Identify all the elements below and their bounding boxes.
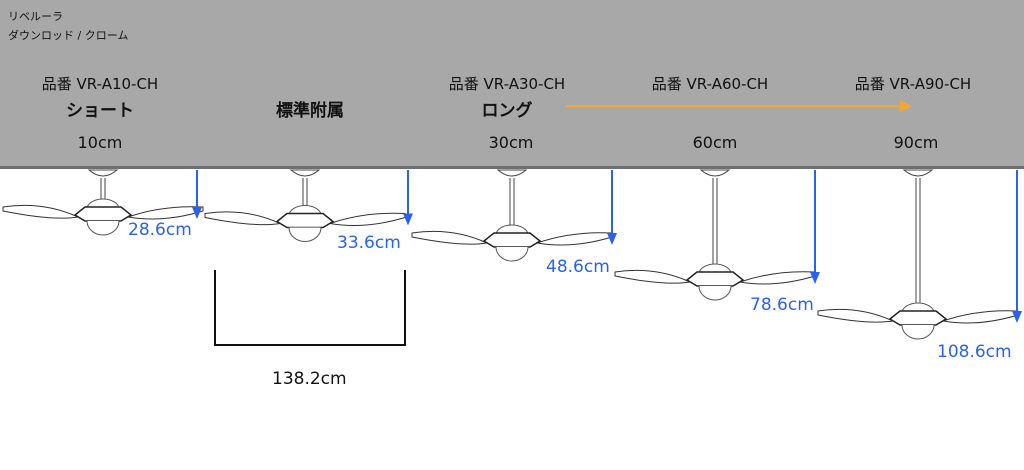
model-label-3: 品番 VR-A30-CH: [448, 75, 566, 93]
orange-arrow: [565, 100, 912, 112]
ceiling-fan: [817, 169, 1019, 340]
diameter-label: 138.2cm: [272, 369, 347, 389]
kind-label-3: ロング: [481, 101, 533, 121]
drop-label-4: 78.6cm: [750, 295, 814, 315]
drop-arrow: [403, 170, 413, 226]
drop-arrow: [810, 170, 820, 284]
length-label-5: 90cm: [893, 133, 939, 152]
ceiling-fan: [614, 169, 816, 301]
drop-arrow: [607, 170, 617, 245]
ceiling-fan: [204, 169, 406, 242]
kind-label-1: ショート: [66, 101, 134, 121]
model-label-1: 品番 VR-A10-CH: [41, 75, 159, 93]
length-label-4: 60cm: [692, 133, 738, 152]
ceiling-fan: [2, 169, 204, 236]
drop-arrow: [192, 170, 202, 219]
kind-label-2: 標準附属: [276, 101, 344, 121]
drop-label-3: 48.6cm: [546, 257, 610, 277]
product-name: リベルーラ: [8, 10, 63, 23]
header-band: [0, 0, 1024, 169]
length-label-1: 10cm: [77, 133, 123, 152]
drop-label-1: 28.6cm: [128, 220, 192, 240]
length-label-3: 30cm: [488, 133, 534, 152]
model-label-4: 品番 VR-A60-CH: [651, 75, 769, 93]
subtitle: ダウンロッド / クローム: [8, 29, 129, 42]
diameter-bracket: [214, 270, 406, 346]
drop-label-2: 33.6cm: [337, 233, 401, 253]
drop-label-5: 108.6cm: [937, 342, 1012, 362]
ceiling-fan: [411, 169, 613, 262]
model-label-5: 品番 VR-A90-CH: [854, 75, 972, 93]
drop-arrow: [1012, 170, 1022, 323]
